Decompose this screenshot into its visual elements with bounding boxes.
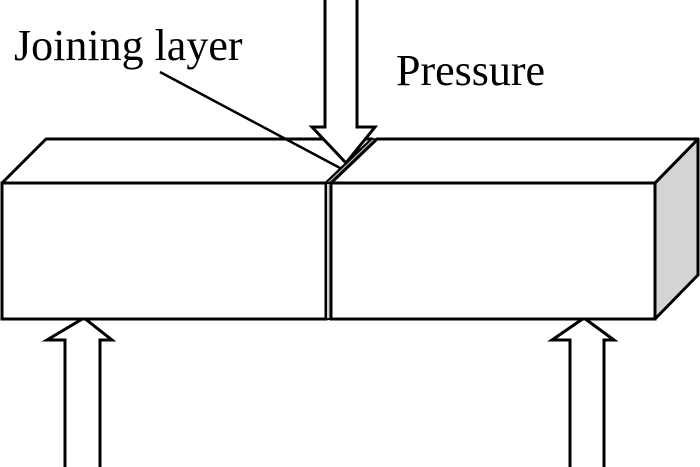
right-support-arrow xyxy=(547,316,619,467)
pressure-arrow xyxy=(308,0,379,166)
left-block-top-face xyxy=(0,137,374,185)
right-block xyxy=(329,137,700,321)
joining-layer-label: Joining layer xyxy=(14,21,243,70)
pressure-label: Pressure xyxy=(396,46,545,95)
left-support-arrow xyxy=(41,316,117,467)
left-block-front-face xyxy=(0,181,328,321)
joining-layer-leader-line xyxy=(159,70,341,170)
right-block-front-face xyxy=(329,181,657,321)
right-block-top-face xyxy=(329,137,700,185)
left-block xyxy=(0,137,374,321)
